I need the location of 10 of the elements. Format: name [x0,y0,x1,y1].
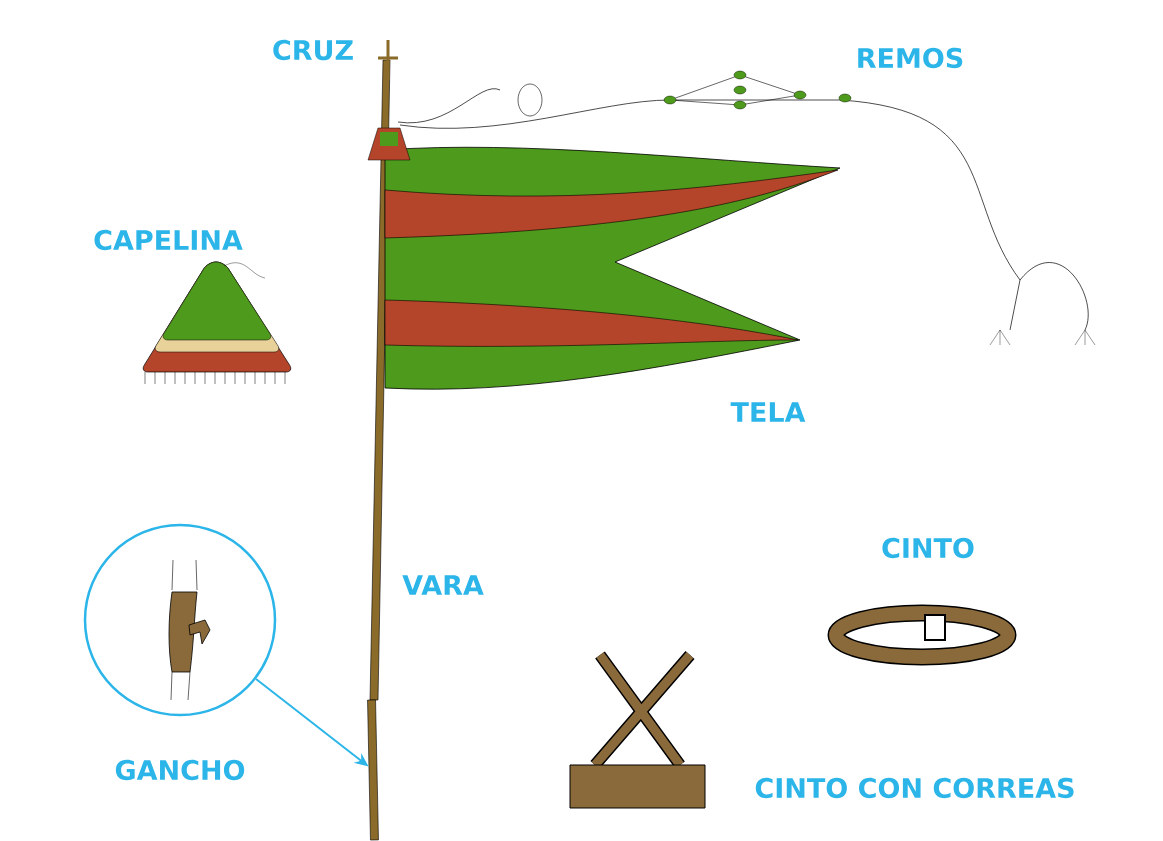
item-label: CINTO [882,537,974,559]
item-label: REMOS [858,47,963,69]
item-label: CRUZ [273,39,353,61]
item-label: VARA [402,575,484,595]
magnifier-circle [83,523,277,717]
item-label: CAPELINA [94,229,243,251]
caption-label: GANCHO [115,759,245,781]
item-label: CINTO CON CORREAS [755,777,1074,799]
pole [367,699,379,841]
item-label: TELA [730,402,806,422]
